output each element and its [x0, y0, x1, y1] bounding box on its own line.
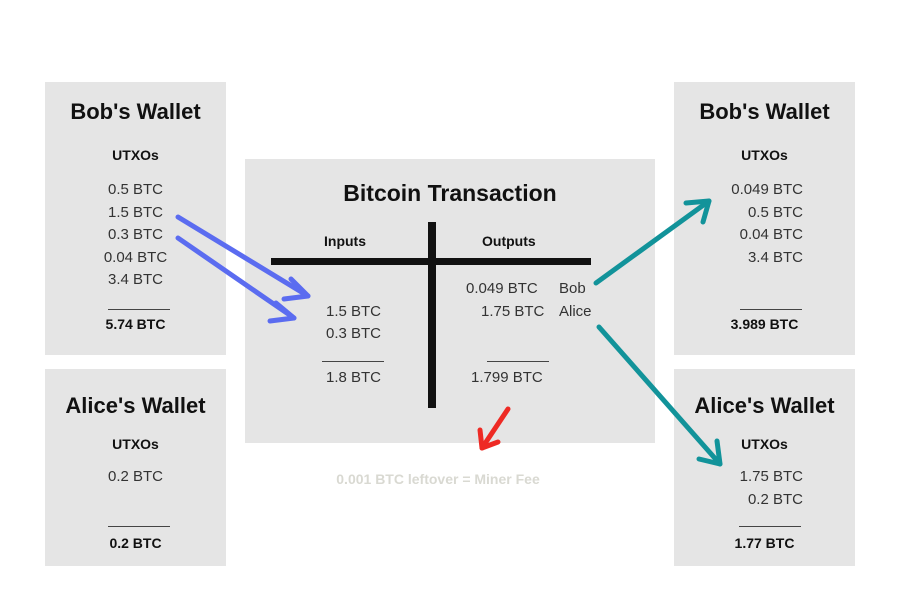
outputs-divider	[487, 361, 549, 362]
utxo-label: UTXOs	[112, 436, 159, 452]
utxo-item: 0.04 BTC	[739, 226, 803, 243]
bob-wallet-before: Bob's Wallet UTXOs 0.5 BTC 1.5 BTC 0.3 B…	[45, 82, 226, 355]
divider	[739, 526, 801, 527]
utxo-item: 3.4 BTC	[747, 248, 803, 266]
utxo-item: 1.5 BTC	[107, 203, 164, 221]
utxo-label: UTXOs	[112, 147, 159, 163]
output-arrow-alice	[596, 324, 723, 467]
t-account-vertical-bar	[428, 222, 436, 408]
output-recipient: Alice	[559, 303, 592, 320]
utxo-item: 1.75 BTC	[739, 468, 803, 485]
utxo-item: 0.04 BTC	[103, 248, 168, 266]
outputs-header: Outputs	[482, 233, 536, 249]
utxo-item: 0.049 BTC	[731, 181, 803, 198]
alice-wallet-after: Alice's Wallet UTXOs 1.75 BTC 0.2 BTC 1.…	[674, 369, 855, 566]
fee-arrow	[477, 406, 511, 451]
transaction-panel: Bitcoin Transaction Inputs Outputs 1.5 B…	[245, 159, 655, 443]
alice-wallet-before: Alice's Wallet UTXOs 0.2 BTC 0.2 BTC	[45, 369, 226, 566]
output-recipient: Bob	[559, 280, 586, 297]
utxo-list: 1.75 BTC 0.2 BTC	[653, 466, 803, 511]
utxo-label: UTXOs	[741, 436, 788, 452]
divider	[108, 526, 170, 527]
utxo-item: 0.3 BTC	[107, 226, 164, 243]
output-arrow-bob	[593, 198, 712, 286]
utxo-item: 0.5 BTC	[747, 203, 803, 221]
input-amount: 0.3 BTC	[326, 325, 382, 342]
input-amount: 1.5 BTC	[326, 303, 382, 320]
utxo-list: 0.5 BTC 1.5 BTC 0.3 BTC 0.04 BTC 3.4 BTC	[45, 179, 226, 292]
wallet-title: Bob's Wallet	[70, 99, 201, 124]
output-amount: 0.049 BTC	[466, 280, 538, 297]
wallet-total: 5.74 BTC	[105, 316, 166, 332]
wallet-title: Alice's Wallet	[65, 393, 206, 418]
outputs-total: 1.799 BTC	[471, 369, 543, 386]
wallet-title: Alice's Wallet	[694, 393, 835, 418]
output-amount: 1.75 BTC	[481, 303, 545, 320]
divider	[108, 309, 170, 310]
utxo-list: 0.049 BTC 0.5 BTC 0.04 BTC 3.4 BTC	[653, 179, 803, 269]
inputs-divider	[322, 361, 384, 362]
wallet-total: 3.989 BTC	[730, 316, 799, 332]
divider	[740, 309, 802, 310]
utxo-item: 0.2 BTC	[107, 468, 164, 485]
utxo-item: 3.4 BTC	[107, 271, 164, 288]
wallet-total: 0.2 BTC	[109, 535, 162, 551]
utxo-item: 0.5 BTC	[107, 181, 164, 198]
utxo-label: UTXOs	[741, 147, 788, 163]
inputs-total: 1.8 BTC	[326, 369, 382, 386]
miner-fee-note: 0.001 BTC leftover = Miner Fee	[336, 471, 540, 487]
input-arrow-2	[175, 235, 297, 324]
transaction-title: Bitcoin Transaction	[343, 180, 557, 206]
utxo-list: 0.2 BTC	[45, 466, 226, 489]
wallet-total: 1.77 BTC	[734, 535, 795, 551]
wallet-title: Bob's Wallet	[699, 99, 830, 124]
inputs-header: Inputs	[324, 233, 366, 249]
input-arrow-1	[175, 214, 311, 302]
utxo-item: 0.2 BTC	[747, 490, 803, 508]
